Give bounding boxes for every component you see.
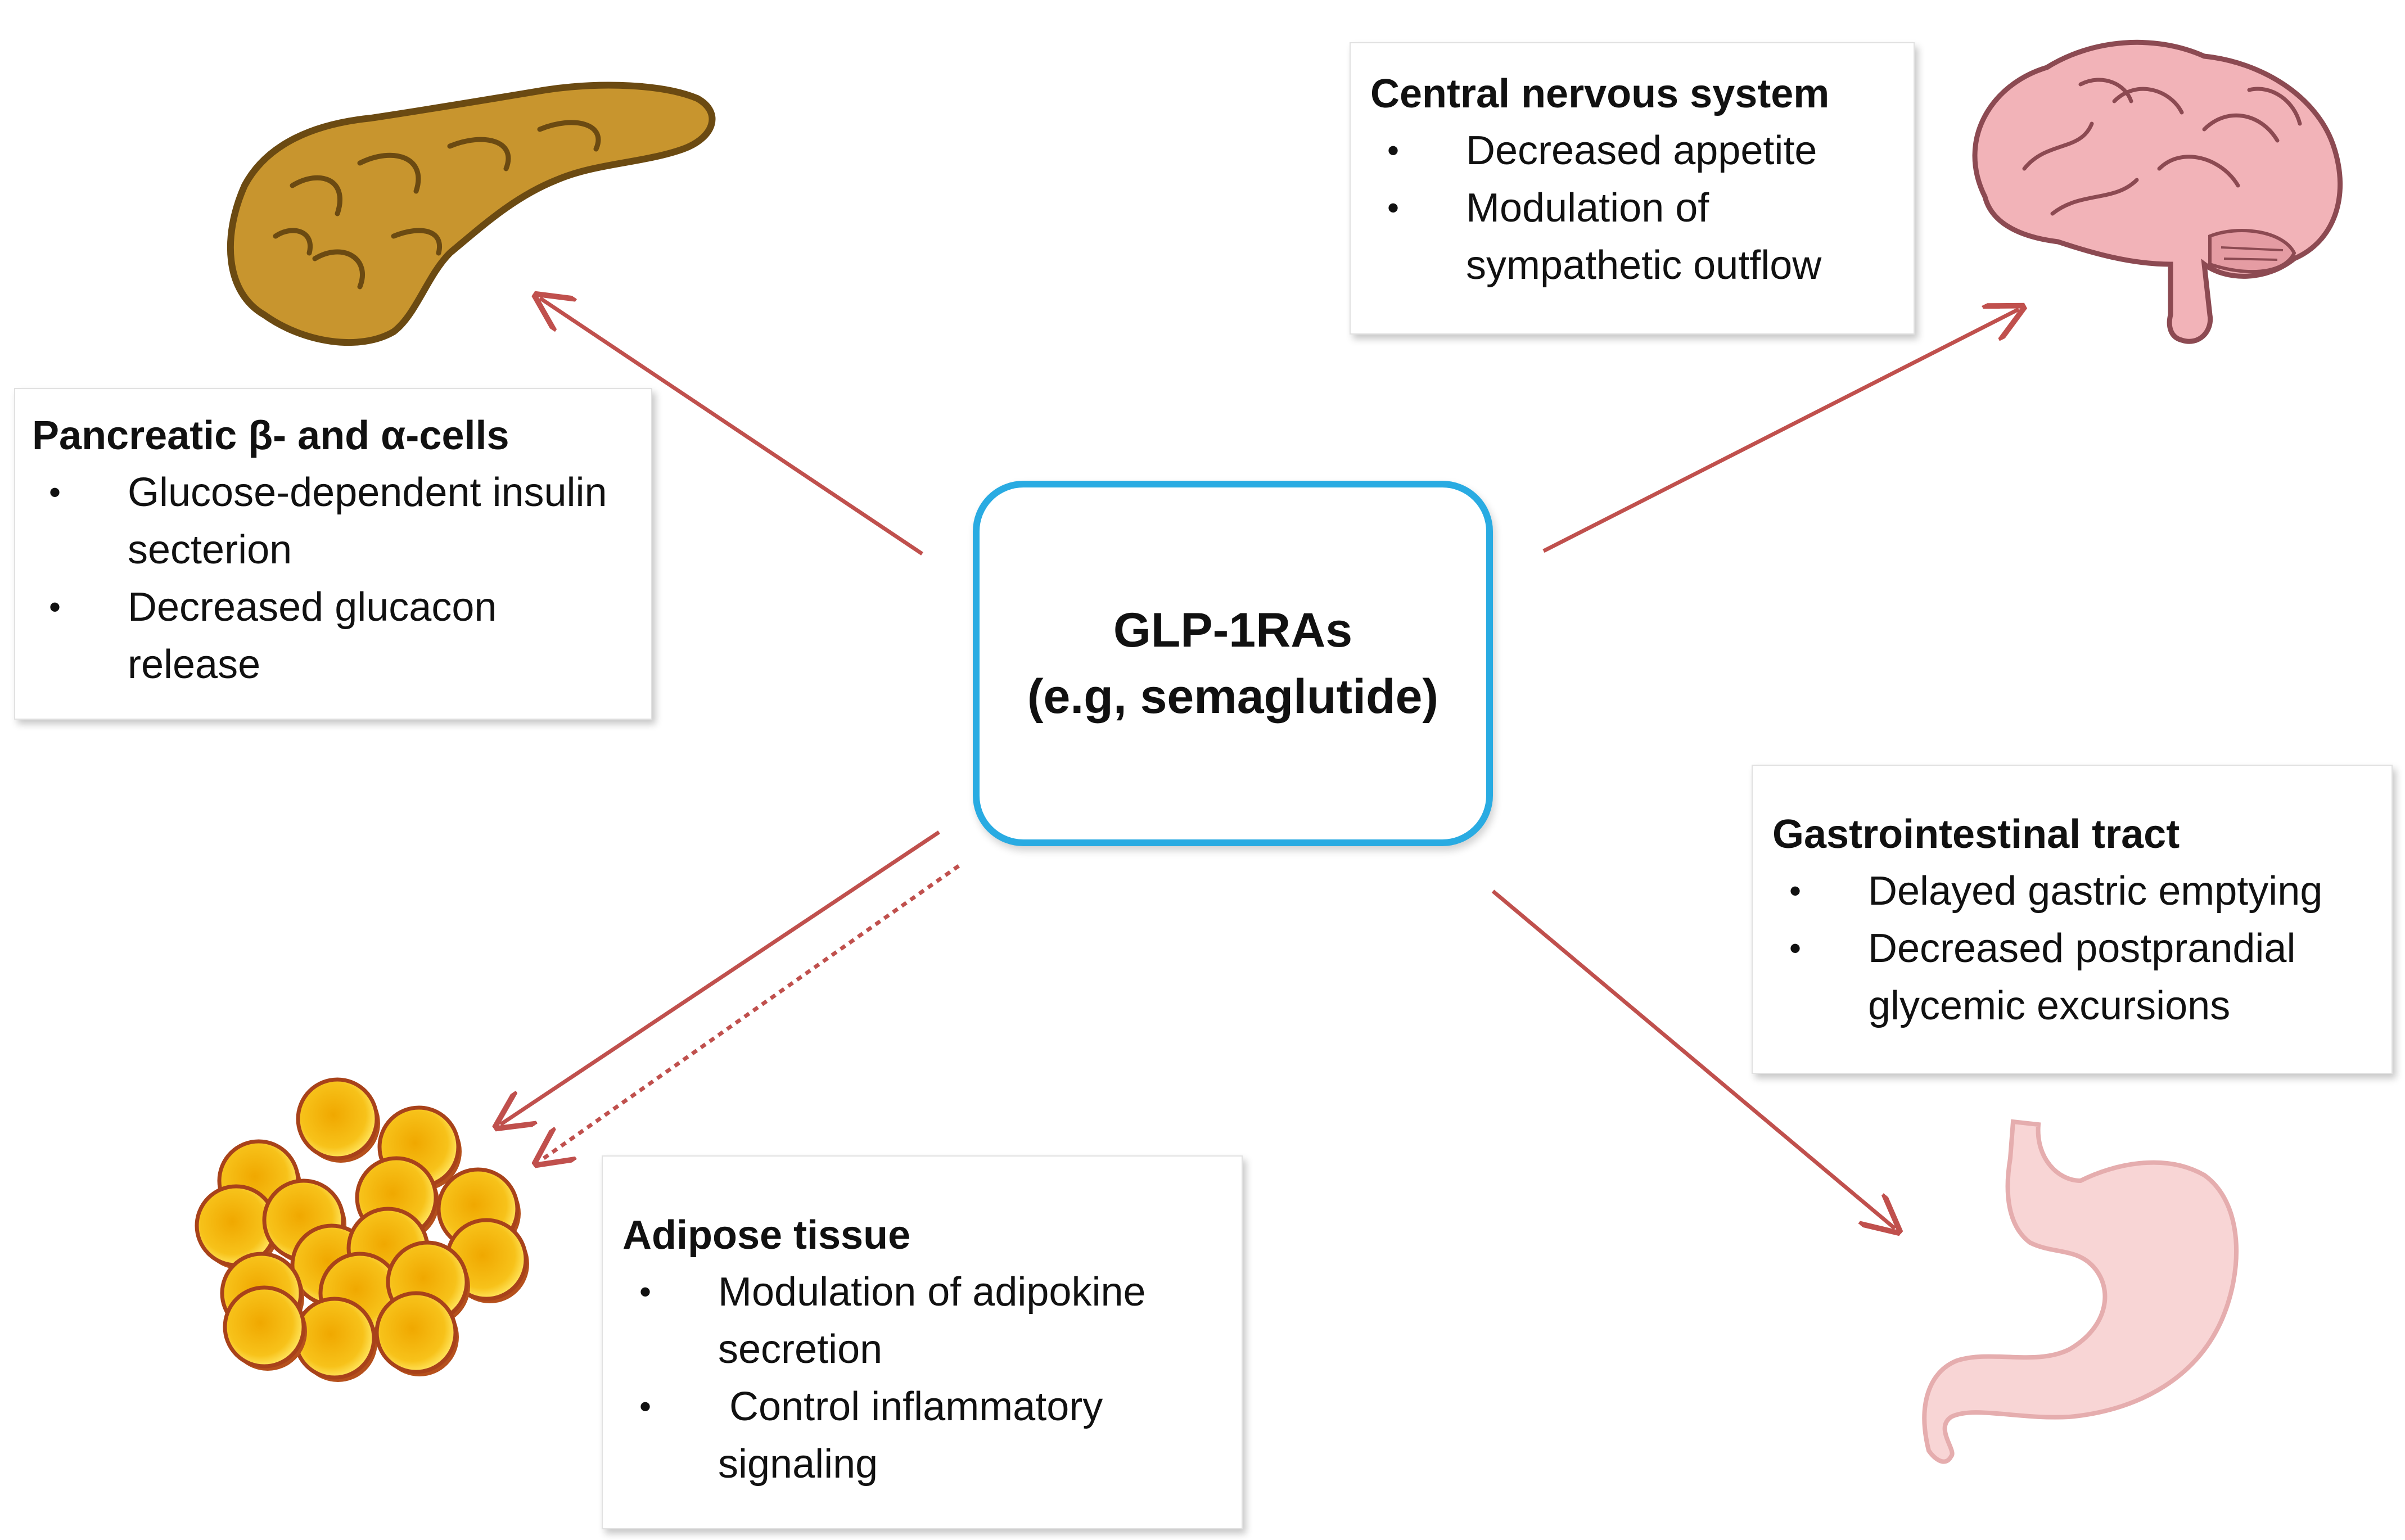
cns-box-title: Central nervous system bbox=[1370, 71, 1830, 116]
list-item: Decreased appetite bbox=[1370, 122, 1914, 179]
list-item: Glucose-dependent insulin bbox=[32, 464, 651, 521]
arrow-to-brain bbox=[1542, 309, 2019, 553]
gi-effects-list: Delayed gastric emptying Decreased postp… bbox=[1772, 862, 2392, 1035]
list-item: glycemic excursions bbox=[1868, 983, 2231, 1028]
list-item: Modulation of adipokine bbox=[622, 1263, 1242, 1321]
list-item: Decreased postprandial bbox=[1772, 920, 2392, 977]
list-item: signaling bbox=[718, 1442, 878, 1487]
center-drug-box: GLP-1RAs (e.g, semaglutide) bbox=[973, 481, 1493, 846]
adipose-effects-list: Modulation of adipokine secretion Contro… bbox=[622, 1263, 1242, 1493]
adipose-box-title: Adipose tissue bbox=[622, 1213, 911, 1258]
gi-box-title: Gastrointestinal tract bbox=[1772, 812, 2180, 857]
list-item: Modulation of bbox=[1370, 179, 1914, 237]
arrow-to-stomach bbox=[1491, 889, 1895, 1229]
list-item: release bbox=[128, 642, 261, 687]
pancreas-effects-box: Pancreatic β- and α-cells Glucose-depend… bbox=[14, 388, 652, 720]
adipose-effects-box: Adipose tissue Modulation of adipokine s… bbox=[602, 1155, 1243, 1529]
center-title-line2: (e.g, semaglutide) bbox=[1027, 670, 1439, 724]
center-title-line1: GLP-1RAs bbox=[1113, 603, 1353, 657]
fat-cell bbox=[374, 1291, 458, 1374]
cns-effects-box: Central nervous system Decreased appetit… bbox=[1350, 42, 1915, 335]
pancreas-box-title: Pancreatic β- and α-cells bbox=[32, 413, 509, 458]
cns-effects-list: Decreased appetite Modulation of sympath… bbox=[1370, 122, 1914, 294]
fat-cell bbox=[296, 1077, 379, 1160]
list-item: Control inflammatory bbox=[622, 1378, 1242, 1435]
list-item: Decreased glucacon bbox=[32, 579, 651, 636]
list-item: Delayed gastric emptying bbox=[1772, 862, 2392, 920]
fat-cell bbox=[293, 1297, 376, 1380]
arrow-to-pancreas bbox=[540, 298, 923, 556]
gi-effects-box: Gastrointestinal tract Delayed gastric e… bbox=[1752, 765, 2393, 1074]
list-item: secterion bbox=[128, 527, 292, 572]
list-item: sympathetic outflow bbox=[1466, 243, 1822, 288]
list-item: secretion bbox=[718, 1327, 883, 1372]
fat-cell bbox=[223, 1285, 306, 1369]
pancreas-effects-list: Glucose-dependent insulin secterion Decr… bbox=[32, 464, 651, 693]
arrow-to-adipose bbox=[500, 830, 940, 1124]
